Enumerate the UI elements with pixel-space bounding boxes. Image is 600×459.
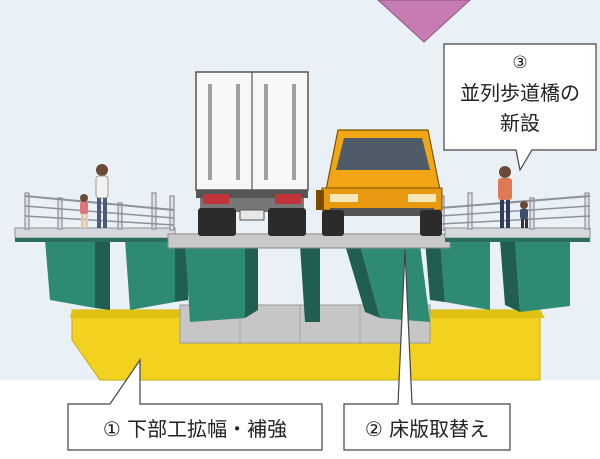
right-sidewalk-girders xyxy=(425,240,570,312)
callout-3-line2: 新設 xyxy=(500,111,540,135)
main-bridge-girders xyxy=(185,245,430,322)
right-sidewalk-deck xyxy=(444,227,591,239)
pedestrian-adult-right xyxy=(498,166,512,228)
deck-slabs xyxy=(14,227,591,249)
box-truck xyxy=(195,71,309,236)
callout-1-text: ① 下部工拡幅・補強 xyxy=(103,417,287,441)
left-sidewalk-deck xyxy=(14,227,176,239)
truck-rear-wheels-left xyxy=(198,208,236,236)
pedestrian-child-left xyxy=(80,194,88,228)
pedestrian-adult-left xyxy=(95,164,109,228)
callout-2-text: ② 床版取替え xyxy=(365,417,489,441)
truck-rear-wheels-right xyxy=(268,208,306,236)
callout-3-line1: 並列歩道橋の xyxy=(460,81,580,105)
pink-arrow-icon xyxy=(377,0,471,43)
pedestrian-child-right xyxy=(520,201,528,228)
callout-3-number: ③ xyxy=(512,53,527,73)
callout-sidewalk-bridge: ③ 並列歩道橋の 新設 xyxy=(443,43,597,172)
callout-deck-slab: ② 床版取替え xyxy=(343,249,511,451)
left-sidewalk-girders xyxy=(45,240,188,310)
orange-truck xyxy=(316,129,443,236)
main-deck-slab xyxy=(167,233,451,249)
callout-substructure: ① 下部工拡幅・補強 xyxy=(67,358,323,451)
